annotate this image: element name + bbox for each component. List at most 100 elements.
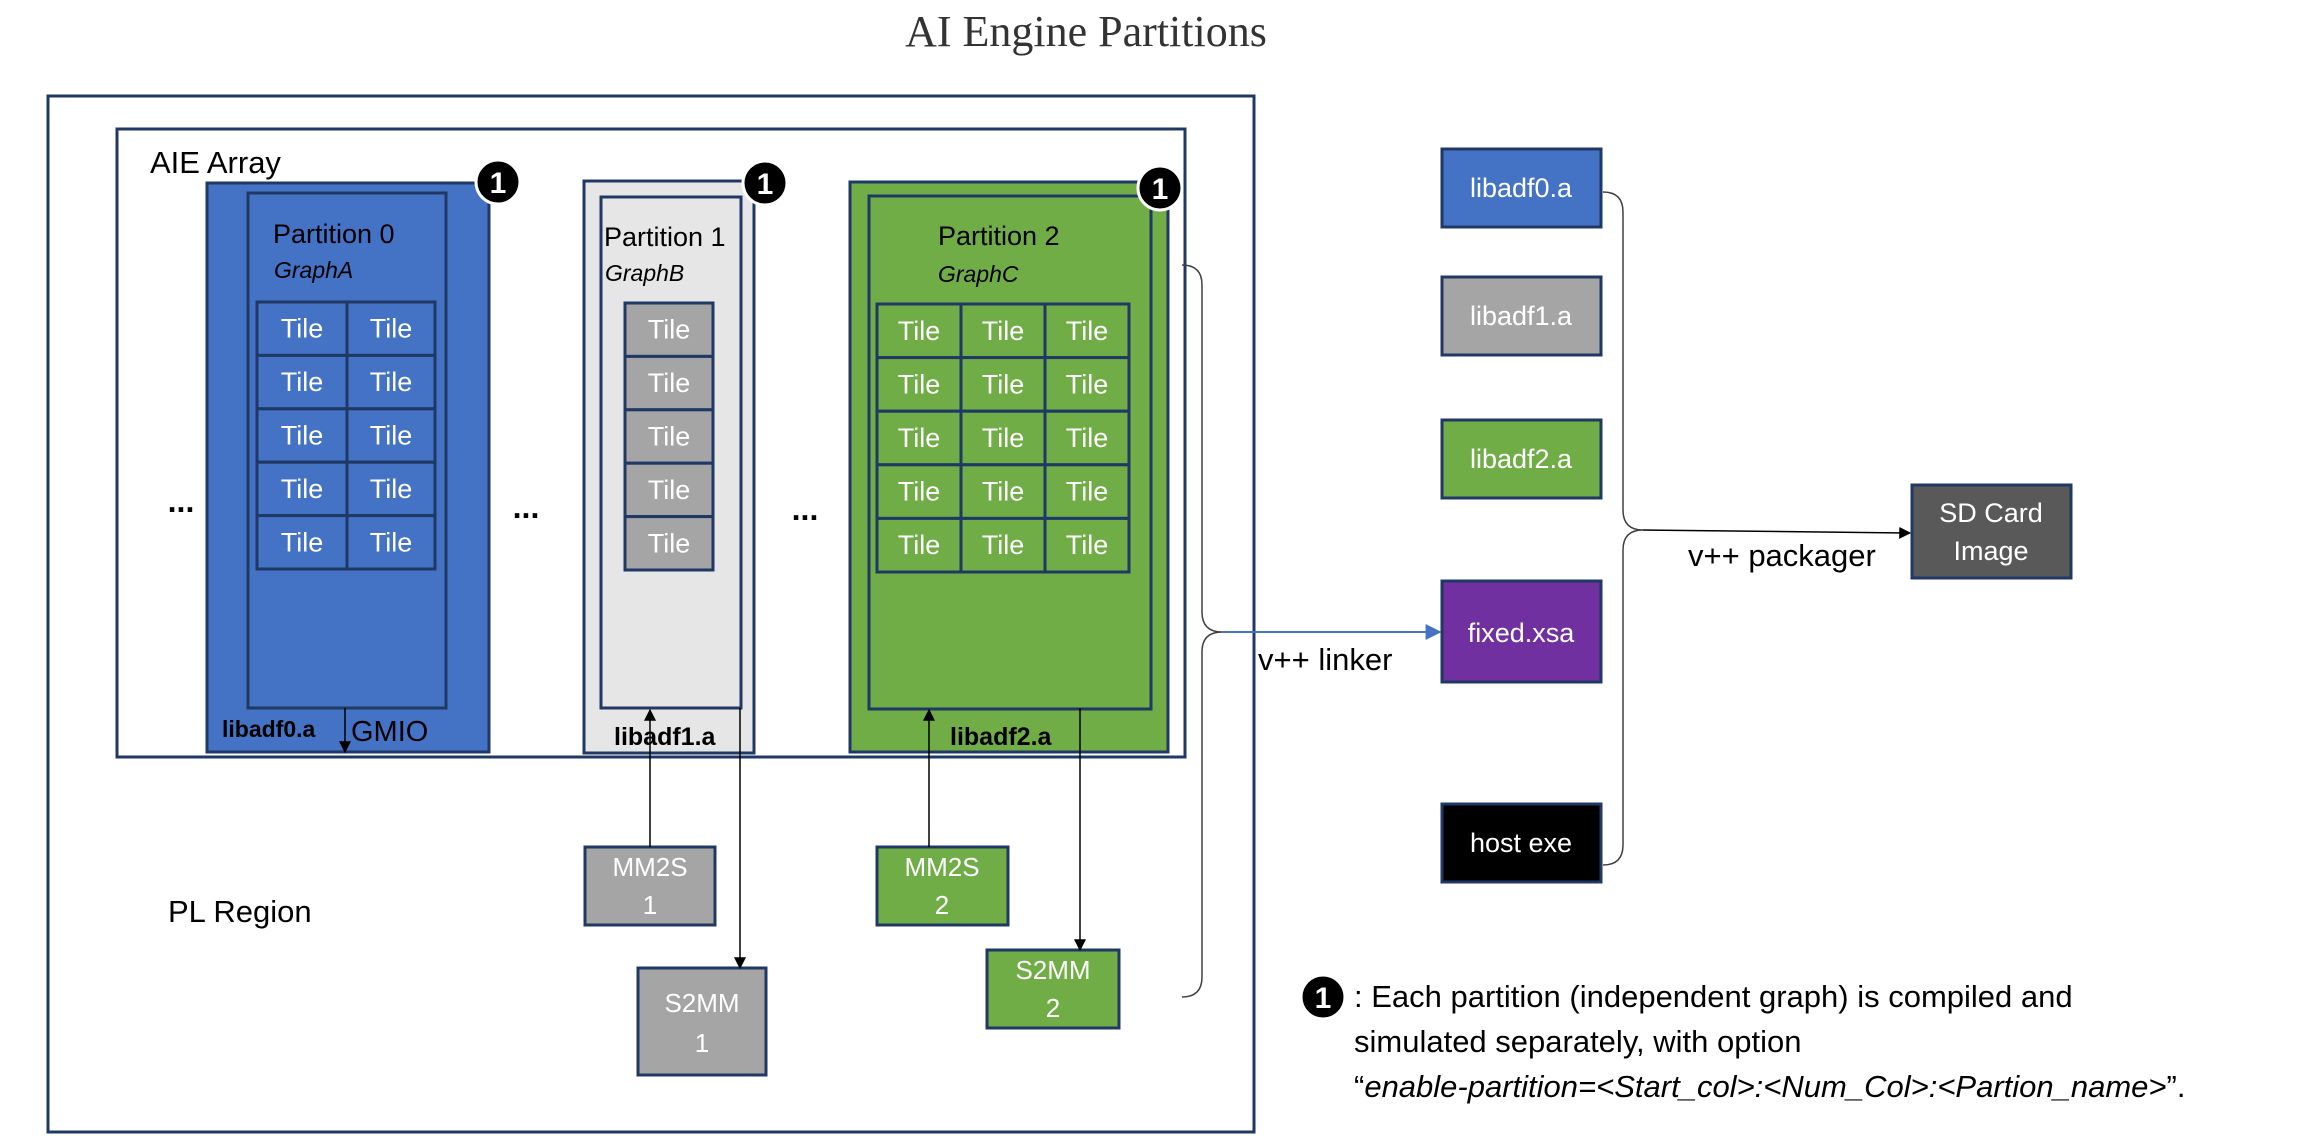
s2mm-1-box xyxy=(636,966,768,1077)
tile-label: Tile xyxy=(898,423,941,453)
tile-label: Tile xyxy=(370,314,413,344)
tile-cell xyxy=(875,356,963,413)
badge-number: 1 xyxy=(1152,173,1169,206)
file-fixed-xsa: fixed.xsa xyxy=(1440,579,1603,684)
file-libadf1-label: libadf1.a xyxy=(1470,301,1573,331)
tile-label: Tile xyxy=(1066,369,1109,399)
ellipsis-right: ... xyxy=(792,491,819,527)
tile-label: Tile xyxy=(648,528,691,558)
partition-1-name: Partition 1 xyxy=(604,222,726,252)
tile-label: Tile xyxy=(982,530,1025,560)
linker-label: v++ linker xyxy=(1258,642,1392,677)
badge-circle xyxy=(1136,164,1184,212)
tile-cell xyxy=(623,461,715,519)
tile-label: Tile xyxy=(370,527,413,557)
mm2s-1-line2: 1 xyxy=(643,890,657,920)
note-open-quote: “ xyxy=(1354,1069,1364,1104)
tile-label: Tile xyxy=(648,422,691,452)
tile-label: Tile xyxy=(370,474,413,504)
file-host-exe-label: host exe xyxy=(1470,828,1572,858)
mm2s-1-block: MM2S 1 xyxy=(583,845,717,927)
ellipsis-left: ... xyxy=(168,483,195,519)
note-close-quote: ”. xyxy=(2167,1069,2186,1104)
partition-1: Partition 1 GraphB TileTileTileTileTile … xyxy=(582,179,756,755)
aie-array-label: AIE Array xyxy=(150,145,281,180)
note-line-3: “enable-partition=<Start_col>:<Num_Col>:… xyxy=(1354,1069,2185,1104)
tile-cell xyxy=(959,409,1047,467)
tile-label: Tile xyxy=(1066,477,1109,507)
badge-number: 1 xyxy=(757,168,774,201)
packager-brace xyxy=(1602,191,1644,866)
file-libadf0-box xyxy=(1440,147,1603,229)
tile-cell xyxy=(1043,356,1131,413)
file-libadf1-box xyxy=(1440,275,1603,357)
mm2s-2-box xyxy=(875,845,1010,927)
tile-cell xyxy=(345,407,437,464)
tile-cell xyxy=(623,408,715,465)
partition-0-gmio-label: GMIO xyxy=(351,716,428,748)
tile-cell xyxy=(623,515,715,572)
partition-2-graph: GraphC xyxy=(938,261,1019,287)
badge-partition-1: 1 xyxy=(741,159,789,207)
tile-label: Tile xyxy=(370,367,413,397)
tile-cell xyxy=(875,516,963,574)
sd-card-line1: SD Card xyxy=(1939,498,2043,528)
file-libadf2-box xyxy=(1440,418,1603,500)
sd-card-box xyxy=(1910,483,2073,580)
note-badge-circle xyxy=(1299,973,1347,1021)
sd-card-image: SD Card Image xyxy=(1910,483,2073,580)
tile-cell xyxy=(255,514,349,571)
mm2s-2-line2: 2 xyxy=(935,890,949,920)
tile-cell xyxy=(1043,516,1131,574)
tile-label: Tile xyxy=(982,316,1025,346)
tile-cell xyxy=(345,460,437,518)
tile-label: Tile xyxy=(898,316,941,346)
partition-2-lib-label: libadf2.a xyxy=(950,723,1053,751)
s2mm-1-block: S2MM 1 xyxy=(636,966,768,1077)
file-libadf1: libadf1.a xyxy=(1440,275,1603,357)
packager-label: v++ packager xyxy=(1688,538,1876,573)
packager-arrow xyxy=(1642,526,1912,539)
s2mm-2-box xyxy=(985,948,1121,1030)
s2mm-1-line1: S2MM xyxy=(664,988,739,1018)
file-fixed-xsa-box xyxy=(1440,579,1603,684)
note-option-text: enable-partition=<Start_col>:<Num_Col>:<… xyxy=(1364,1069,2166,1104)
file-fixed-xsa-label: fixed.xsa xyxy=(1468,618,1576,648)
tile-label: Tile xyxy=(648,475,691,505)
tile-label: Tile xyxy=(648,315,691,345)
tile-label: Tile xyxy=(982,369,1025,399)
file-libadf0: libadf0.a xyxy=(1440,147,1603,229)
tile-label: Tile xyxy=(281,367,324,397)
tile-label: Tile xyxy=(281,421,324,451)
file-host-exe: host exe xyxy=(1440,802,1603,884)
note-line-2: simulated separately, with option xyxy=(1354,1024,1801,1059)
tile-label: Tile xyxy=(898,530,941,560)
tile-cell xyxy=(623,301,715,358)
note-badge-number: 1 xyxy=(1315,982,1332,1015)
s2mm-2-block: S2MM 2 xyxy=(985,948,1121,1030)
tile-label: Tile xyxy=(982,423,1025,453)
tile-cell xyxy=(959,516,1047,574)
tile-label: Tile xyxy=(281,314,324,344)
tile-label: Tile xyxy=(898,369,941,399)
tile-label: Tile xyxy=(898,477,941,507)
file-libadf0-label: libadf0.a xyxy=(1470,173,1573,203)
tile-cell xyxy=(345,353,437,411)
sd-card-line2: Image xyxy=(1953,536,2028,566)
pl-region-label: PL Region xyxy=(168,894,312,929)
tile-label: Tile xyxy=(648,368,691,398)
tile-label: Tile xyxy=(281,474,324,504)
partition-0-name: Partition 0 xyxy=(273,219,395,249)
file-libadf2-label: libadf2.a xyxy=(1470,444,1573,474)
tile-label: Tile xyxy=(1066,316,1109,346)
tile-label: Tile xyxy=(370,421,413,451)
tile-label: Tile xyxy=(281,527,324,557)
partition-2-name: Partition 2 xyxy=(938,221,1060,251)
mm2s-2-line1: MM2S xyxy=(904,852,979,882)
diagram-title: AI Engine Partitions xyxy=(905,7,1267,56)
tile-cell xyxy=(345,514,437,571)
